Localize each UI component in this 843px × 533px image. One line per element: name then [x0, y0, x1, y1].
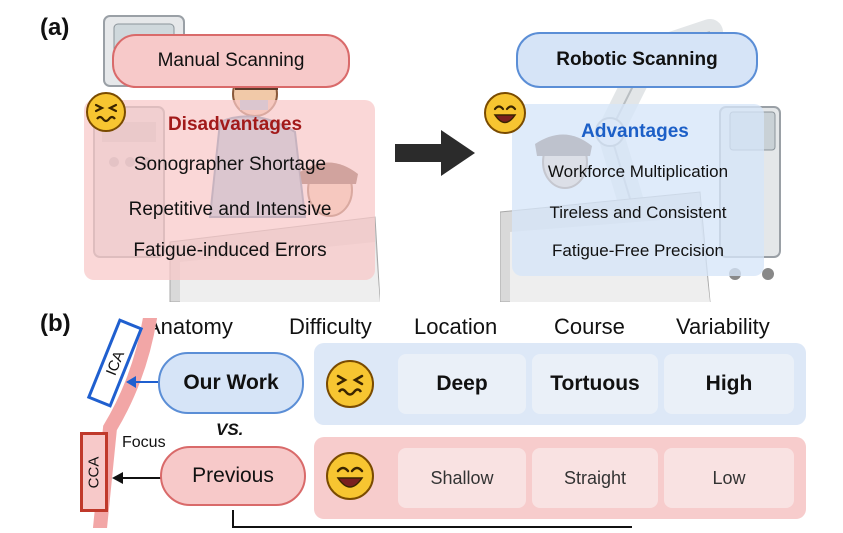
- our-work-variability-cell: High: [664, 354, 794, 414]
- header-anatomy: Anatomy: [146, 314, 233, 339]
- advantage-item: Workforce Multiplication: [547, 162, 729, 181]
- header-course: Course: [554, 314, 625, 339]
- cca-artery-box: CCA: [80, 432, 108, 512]
- disadvantage-item: Fatigue-induced Errors: [133, 240, 327, 261]
- our-work-pill: Our Work: [158, 352, 304, 414]
- our-work-variability: High: [705, 372, 753, 395]
- disadvantages-heading: Disadvantages: [167, 114, 303, 135]
- header-difficulty: Difficulty: [289, 314, 372, 339]
- advantages-box: [512, 104, 764, 276]
- distressed-face-icon: [326, 360, 374, 408]
- previous-pill: Previous: [160, 446, 306, 506]
- arrow-to-cca-icon: [112, 468, 166, 493]
- smiling-face-icon: [326, 452, 374, 500]
- previous-location: Shallow: [430, 467, 494, 488]
- advantages-heading: Advantages: [581, 121, 689, 142]
- connector-line: [232, 526, 632, 528]
- vs-label: VS.: [216, 420, 244, 439]
- manual-scanning-pill: Manual Scanning: [112, 34, 350, 88]
- previous-course-cell: Straight: [532, 448, 658, 508]
- our-work-course: Tortuous: [550, 372, 640, 395]
- focus-label: Focus: [122, 434, 166, 451]
- previous-label: Previous: [192, 464, 274, 487]
- panel-a-label: (a): [40, 14, 70, 41]
- previous-variability-cell: Low: [664, 448, 794, 508]
- previous-location-cell: Shallow: [398, 448, 526, 508]
- manual-scanning-title: Manual Scanning: [157, 50, 305, 71]
- our-work-location-cell: Deep: [398, 354, 526, 414]
- previous-variability: Low: [712, 467, 746, 488]
- connector-line: [232, 510, 234, 528]
- transition-arrow-icon: [395, 128, 475, 183]
- our-work-course-cell: Tortuous: [532, 354, 658, 414]
- disadvantages-box: [84, 100, 375, 280]
- panel-b-label: (b): [40, 310, 71, 337]
- advantage-item: Fatigue-Free Precision: [552, 241, 724, 260]
- disadvantage-item: Sonographer Shortage: [133, 154, 327, 175]
- our-work-location: Deep: [436, 372, 488, 395]
- our-work-label: Our Work: [183, 371, 279, 394]
- disadvantage-item: Repetitive and Intensive: [128, 199, 332, 220]
- header-variability: Variability: [676, 314, 770, 339]
- header-location: Location: [414, 314, 498, 339]
- advantage-item: Tireless and Consistent: [549, 203, 727, 222]
- previous-course: Straight: [563, 467, 627, 488]
- cca-label: CCA: [85, 456, 103, 488]
- ica-label: ICA: [102, 348, 128, 378]
- robotic-scanning-title: Robotic Scanning: [556, 49, 718, 70]
- robotic-scanning-pill: Robotic Scanning: [516, 32, 758, 88]
- distressed-face-icon: [86, 92, 126, 132]
- smiling-face-icon: [484, 92, 526, 134]
